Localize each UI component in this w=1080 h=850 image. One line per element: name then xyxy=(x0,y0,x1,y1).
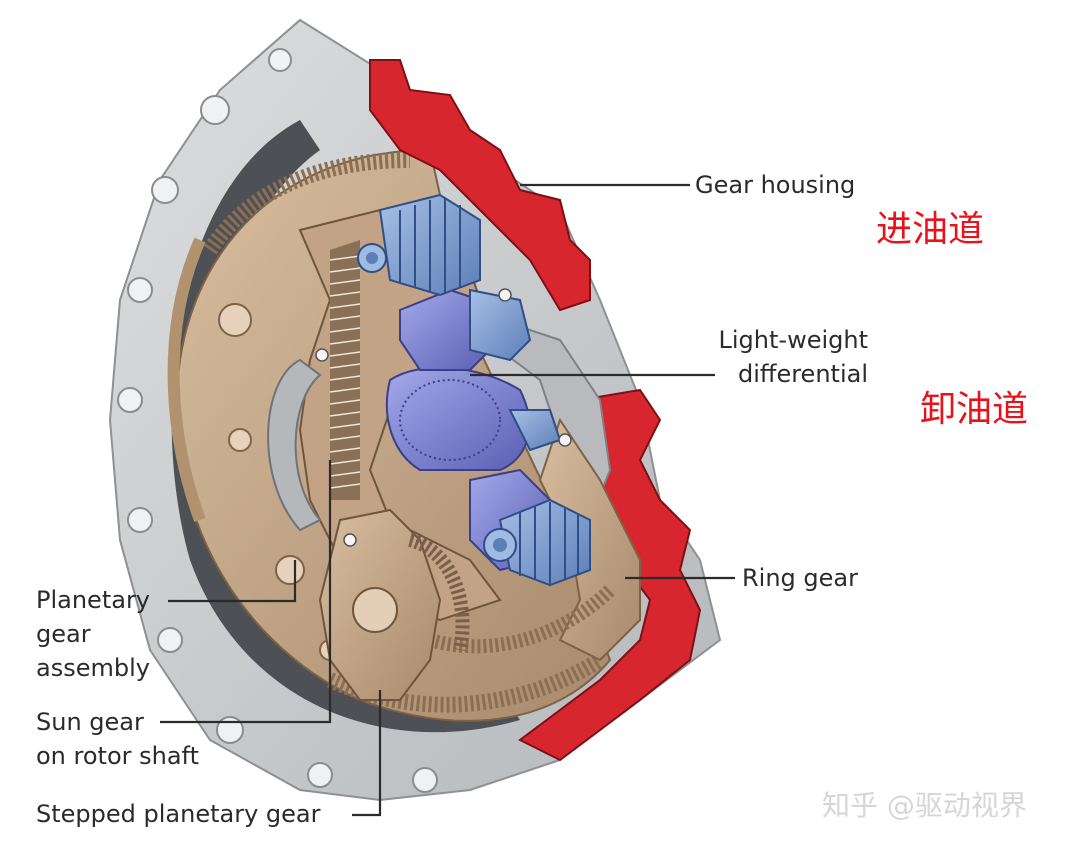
annotation-oil-inlet: 进油道 xyxy=(876,209,985,250)
annotation-oil-outlet: 卸油道 xyxy=(920,389,1029,430)
label-planetary-line2: gear xyxy=(36,620,91,648)
watermark: 知乎 @驱动视界 xyxy=(822,789,1027,822)
differential-core xyxy=(385,366,531,471)
label-ring-gear: Ring gear xyxy=(742,564,858,592)
label-gear-housing: Gear housing xyxy=(695,171,856,199)
label-differential: differential xyxy=(738,360,868,388)
leader-sun-gear xyxy=(160,460,332,724)
blue-bevel-gear-bottom xyxy=(498,498,591,587)
label-sun-gear-line2: on rotor shaft xyxy=(36,742,199,770)
large-ring-gear-teeth xyxy=(203,152,411,255)
housing-section-top-red xyxy=(369,59,591,312)
leader-planetary xyxy=(168,560,297,603)
label-light-weight: Light-weight xyxy=(718,326,868,354)
label-sun-gear-line1: Sun gear xyxy=(36,708,144,736)
label-planetary-line1: Planetary xyxy=(36,586,151,614)
leader-stepped xyxy=(352,690,382,817)
label-planetary-line3: assembly xyxy=(36,654,150,682)
label-stepped-planetary-gear: Stepped planetary gear xyxy=(36,800,321,828)
